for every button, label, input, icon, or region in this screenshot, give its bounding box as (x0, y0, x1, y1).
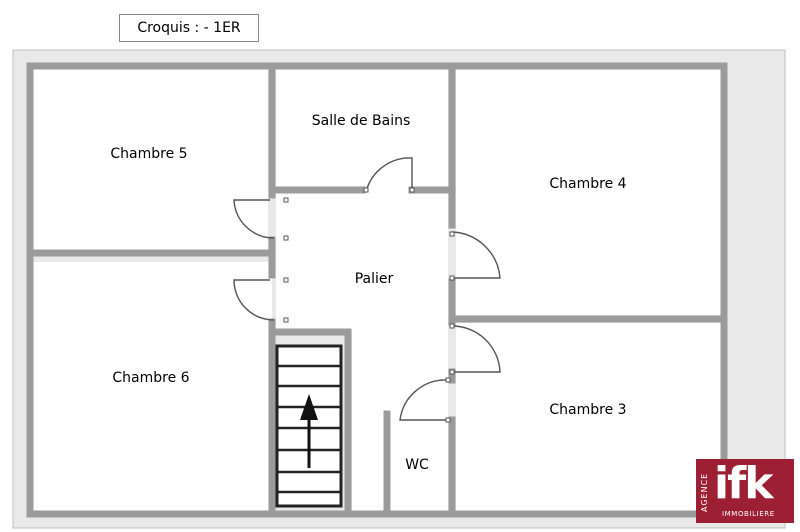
logo-agence-text: AGENCE (700, 472, 709, 512)
label-chambre-4: Chambre 4 (549, 176, 626, 192)
label-palier: Palier (355, 271, 394, 287)
stair-arrow-head (300, 394, 318, 420)
label-chambre-3: Chambre 3 (549, 402, 626, 418)
room-interiors (30, 66, 724, 514)
label-chambre-5: Chambre 5 (110, 146, 187, 162)
door-swings (233, 157, 501, 421)
staircase (275, 344, 343, 508)
label-wc: WC (405, 457, 429, 473)
ifk-logo: AGENCE ifk IMMOBILIERE (696, 459, 794, 523)
logo-sub-text: IMMOBILIERE (722, 510, 775, 518)
walls (26, 62, 728, 518)
plan-title: Croquis : - 1ER (119, 14, 259, 42)
label-salle-de-bains: Salle de Bains (312, 113, 411, 129)
logo-brand-text: ifk (714, 459, 773, 509)
door-hinges (283, 187, 455, 423)
label-chambre-6: Chambre 6 (112, 370, 189, 386)
